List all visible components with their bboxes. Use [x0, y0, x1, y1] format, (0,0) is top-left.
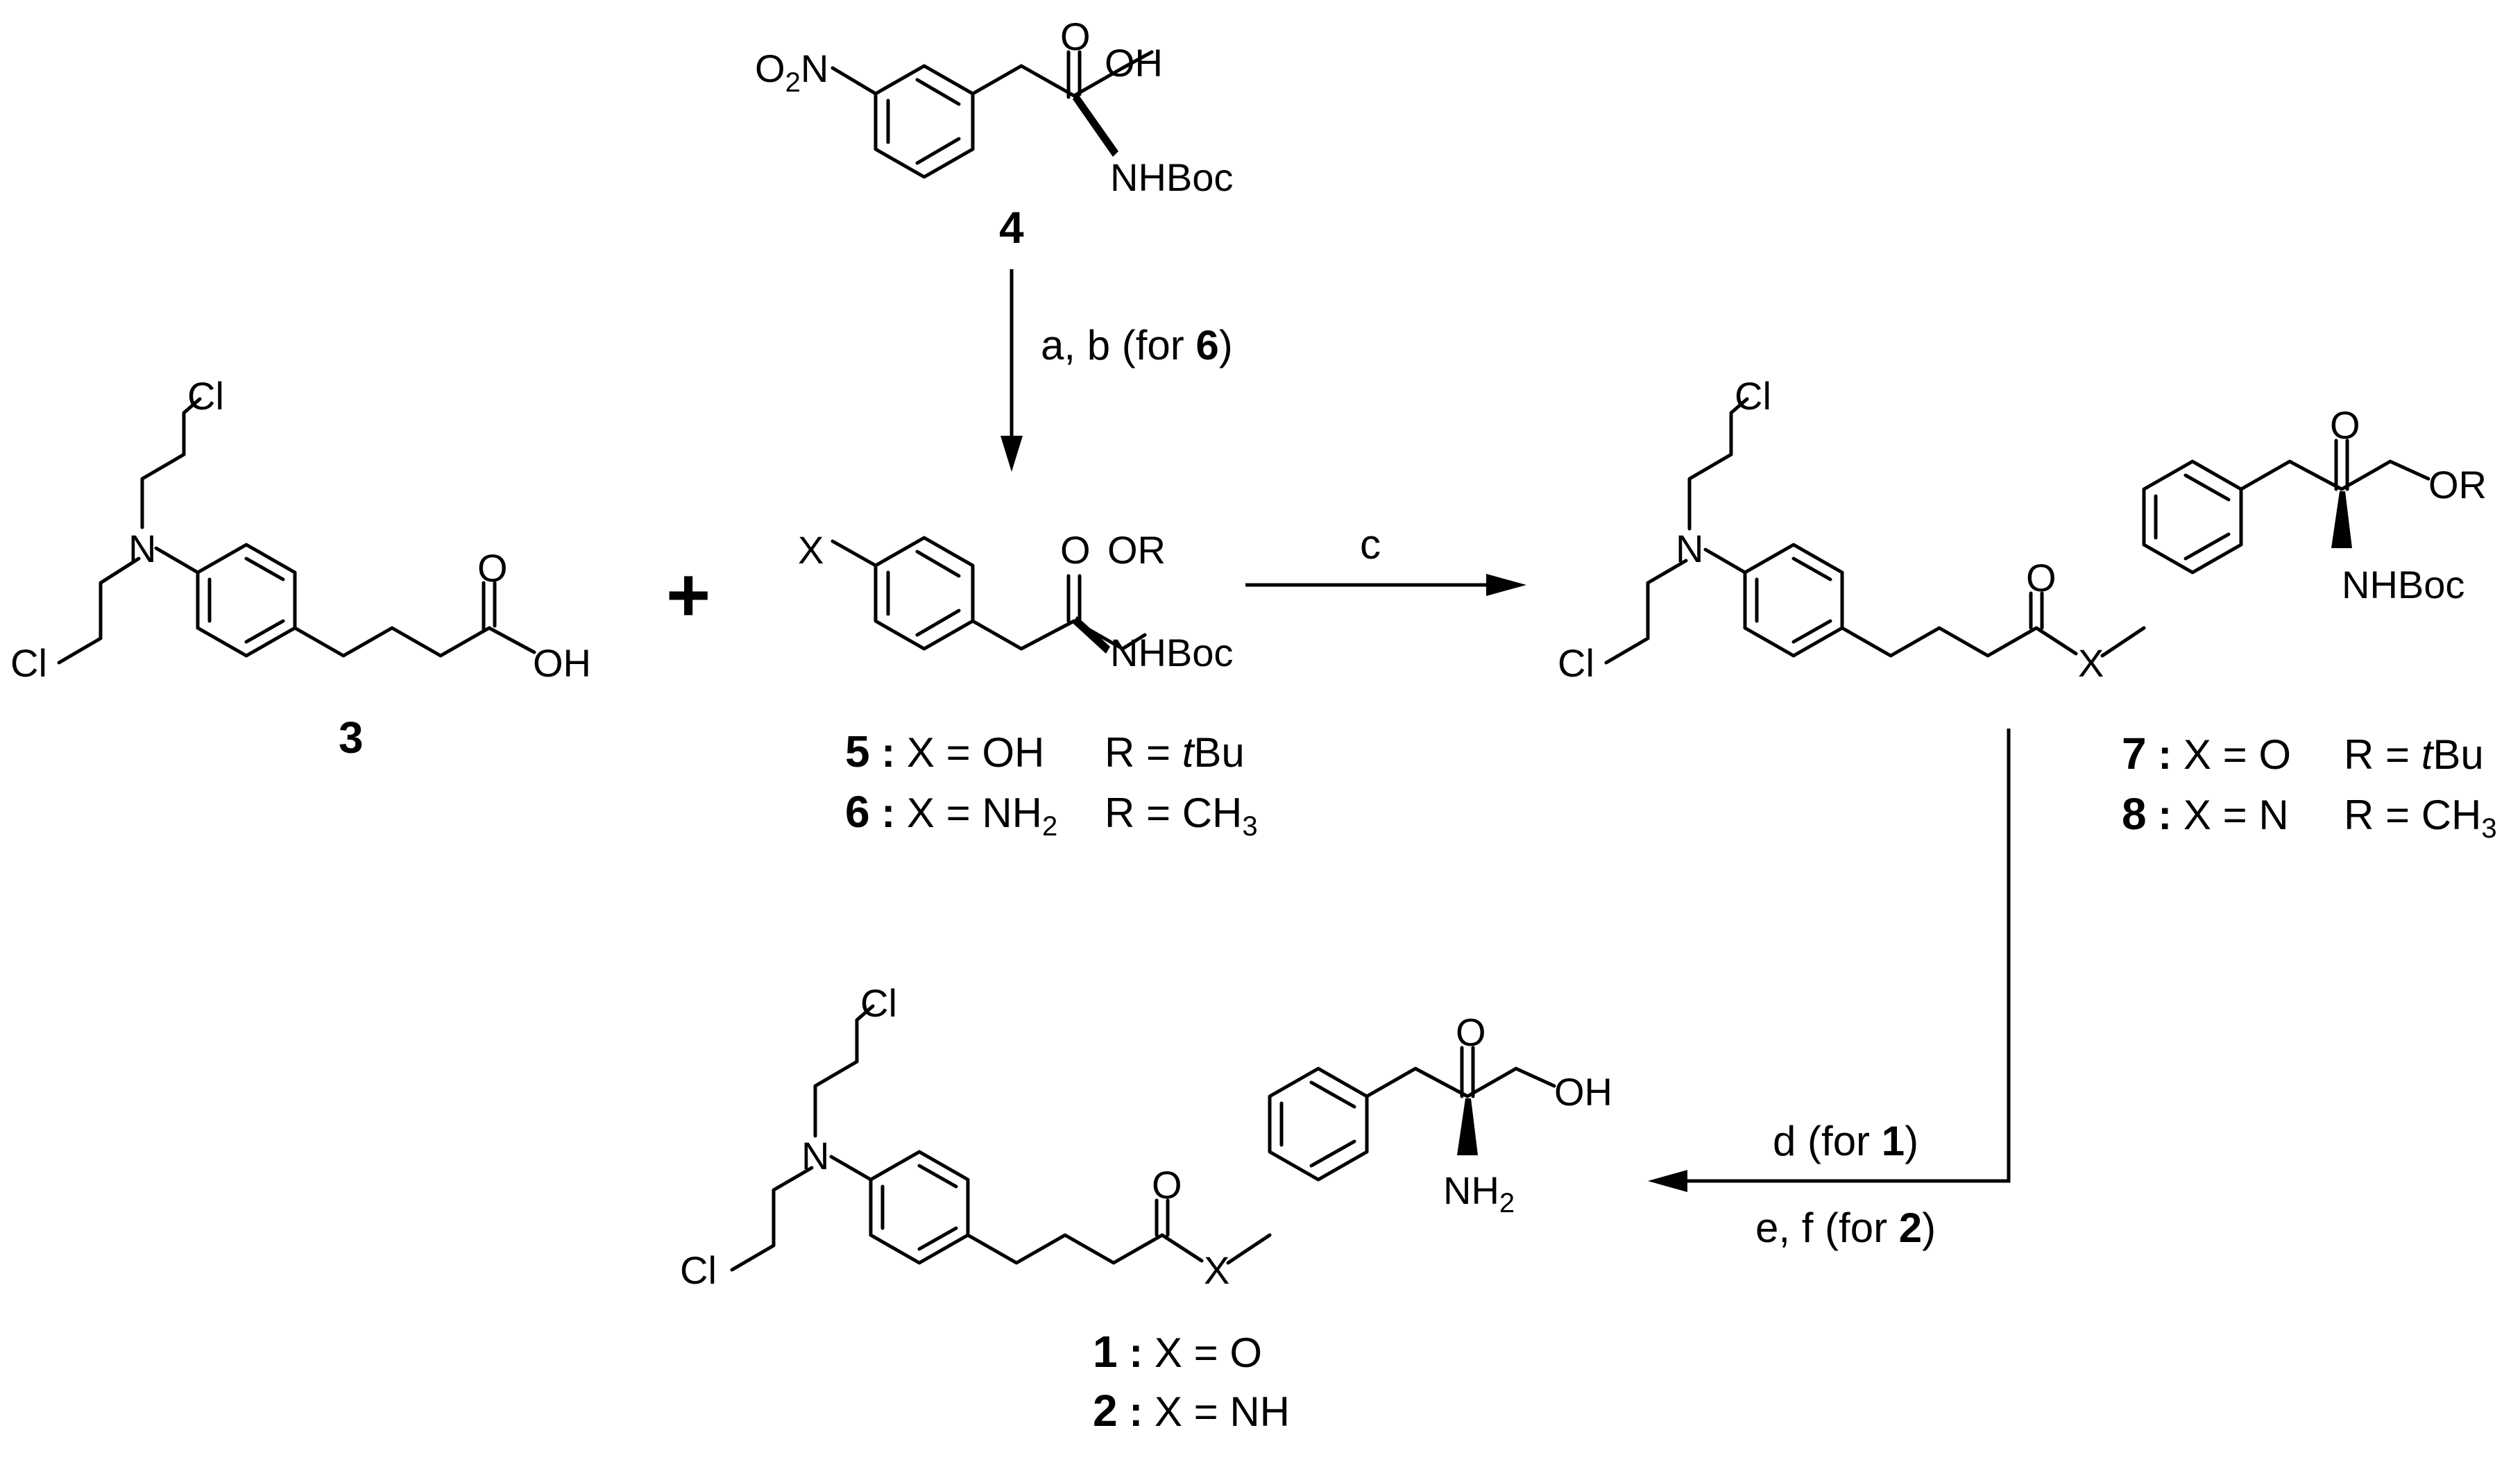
arrow-def-shaft: [1683, 729, 2011, 1183]
compound-12-bonds: [730, 1004, 1556, 1272]
compound-78-bonds: [1604, 397, 2430, 665]
compound-78-carbonyl-o: O: [2330, 403, 2360, 447]
arrow-ab-head: [1001, 436, 1023, 472]
arrow-ef-label: e, f (for 2): [1755, 1205, 1936, 1251]
compound-12-cl-top: Cl: [860, 981, 897, 1025]
compound-3-structure: Cl N Cl O OH: [10, 374, 591, 685]
compound-78-structure: Cl N Cl O X O OR NHBoc: [1558, 374, 2487, 685]
compound-4-carbonyl-o: O: [1060, 15, 1091, 58]
compound-78-cl-top: Cl: [1735, 374, 1771, 418]
compound-3-acid-oh: OH: [533, 641, 591, 685]
compound-12-amine: NH2: [1443, 1168, 1515, 1218]
compound-78-x: X: [2078, 641, 2104, 685]
compound-4-bonds: [831, 50, 1154, 179]
compound-4-wedge: [1073, 92, 1118, 157]
compound-56-wedge: [1073, 616, 1110, 654]
compound-12-cl-bottom: Cl: [680, 1248, 717, 1292]
arrow-d-label: d (for 1): [1773, 1118, 1918, 1164]
compound-12-x: X: [1204, 1248, 1229, 1292]
arrow-c-head: [1486, 574, 1526, 596]
compound-1-label: 1 : X = O: [1093, 1327, 1262, 1377]
compound-3-bonds: [57, 397, 536, 665]
compound-56-carbonyl-o: O: [1060, 528, 1091, 572]
compound-78-cl-bottom: Cl: [1558, 641, 1594, 685]
compound-4-structure: O2N O OH NHBoc: [755, 15, 1233, 199]
compound-4-acid-oh: OH: [1105, 41, 1163, 85]
arrow-ab-label: a, b (for 6): [1041, 322, 1233, 368]
compound-78-wedge: [2331, 491, 2352, 548]
compound-78-amide-o: O: [2026, 556, 2057, 600]
compound-12-carbonyl-o: O: [1456, 1010, 1486, 1054]
compound-3-nitrogen: N: [128, 527, 156, 570]
nitro-subscript: 2: [785, 67, 801, 98]
arrow-def-head: [1648, 1170, 1687, 1192]
compound-4-amine: NHBoc: [1110, 155, 1233, 199]
compound-78-nitrogen: N: [1676, 527, 1703, 570]
nitro-n: N: [801, 46, 828, 90]
plus-sign: +: [666, 552, 710, 638]
compound-12-wedge: [1457, 1098, 1478, 1155]
svg-text:O2N: O2N: [755, 46, 828, 98]
compound-56-structure: X O OR NHBoc: [798, 528, 1233, 674]
compound-3-cl-bottom: Cl: [10, 641, 47, 685]
compound-78-ester: OR: [2428, 463, 2487, 507]
compound-4-number: 4: [999, 203, 1024, 253]
compound-3-carbonyl-o: O: [477, 546, 508, 590]
compound-56-x: X: [798, 528, 824, 572]
arrow-c-label: c: [1360, 521, 1381, 568]
compound-3-cl-top: Cl: [187, 374, 224, 418]
nitro-o: O: [755, 46, 785, 90]
compound-12-nitrogen: N: [801, 1134, 829, 1178]
compound-12-amide-o: O: [1152, 1163, 1182, 1207]
compound-78-amine: NHBoc: [2342, 563, 2464, 606]
compound-2-label: 2 : X = NH: [1093, 1386, 1290, 1436]
compound-12-structure: Cl N Cl O X O OH NH2: [680, 981, 1612, 1292]
compound-56-amine: NHBoc: [1110, 631, 1233, 674]
compound-56-bonds: [831, 536, 1147, 651]
compound-12-acid-oh: OH: [1554, 1070, 1612, 1114]
compound-56-ester: OR: [1107, 528, 1166, 572]
compound-3-number: 3: [339, 713, 364, 763]
